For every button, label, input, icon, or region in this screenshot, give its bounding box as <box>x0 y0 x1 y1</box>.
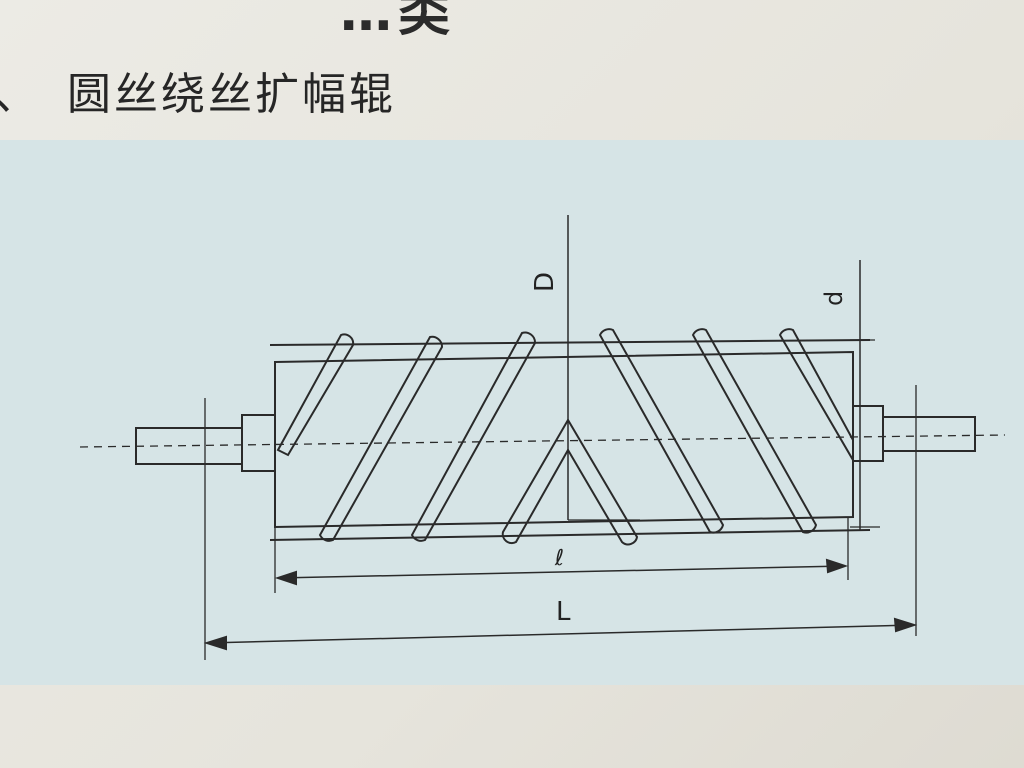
left-wire-loops <box>276 331 536 542</box>
wire-loop <box>598 328 725 534</box>
roll-body <box>274 350 854 529</box>
L-dimension-line <box>206 624 915 644</box>
wire-loop <box>410 331 536 542</box>
center-v-wire <box>501 418 639 546</box>
winding-top-line <box>269 339 871 346</box>
wire-loop <box>778 328 854 464</box>
right-wire-loops <box>598 328 854 534</box>
center-line <box>79 434 1006 448</box>
L-arrow-left <box>203 635 227 651</box>
top-heading: …类 <box>340 0 457 43</box>
left-shaft-collar <box>241 414 276 472</box>
wire-loop <box>318 335 444 542</box>
label-L: L <box>556 597 571 627</box>
section-title-text: 圆丝绕丝扩幅辊 <box>67 69 396 120</box>
wire-loop <box>691 328 818 534</box>
right-shaft-collar <box>852 405 884 462</box>
right-shaft <box>882 416 976 452</box>
l-dimension-line <box>277 565 846 579</box>
l-arrow-left <box>274 570 297 586</box>
label-D: D <box>530 272 560 292</box>
section-bullet: 、 <box>0 58 41 122</box>
wire-loop <box>276 333 355 457</box>
winding-bottom-line <box>269 529 871 541</box>
label-d: d <box>820 291 848 306</box>
L-arrow-right <box>893 617 918 633</box>
label-l: ℓ <box>554 546 564 571</box>
section-title: 、圆丝绕丝扩幅辊 <box>0 58 396 122</box>
l-arrow-right <box>825 558 849 574</box>
